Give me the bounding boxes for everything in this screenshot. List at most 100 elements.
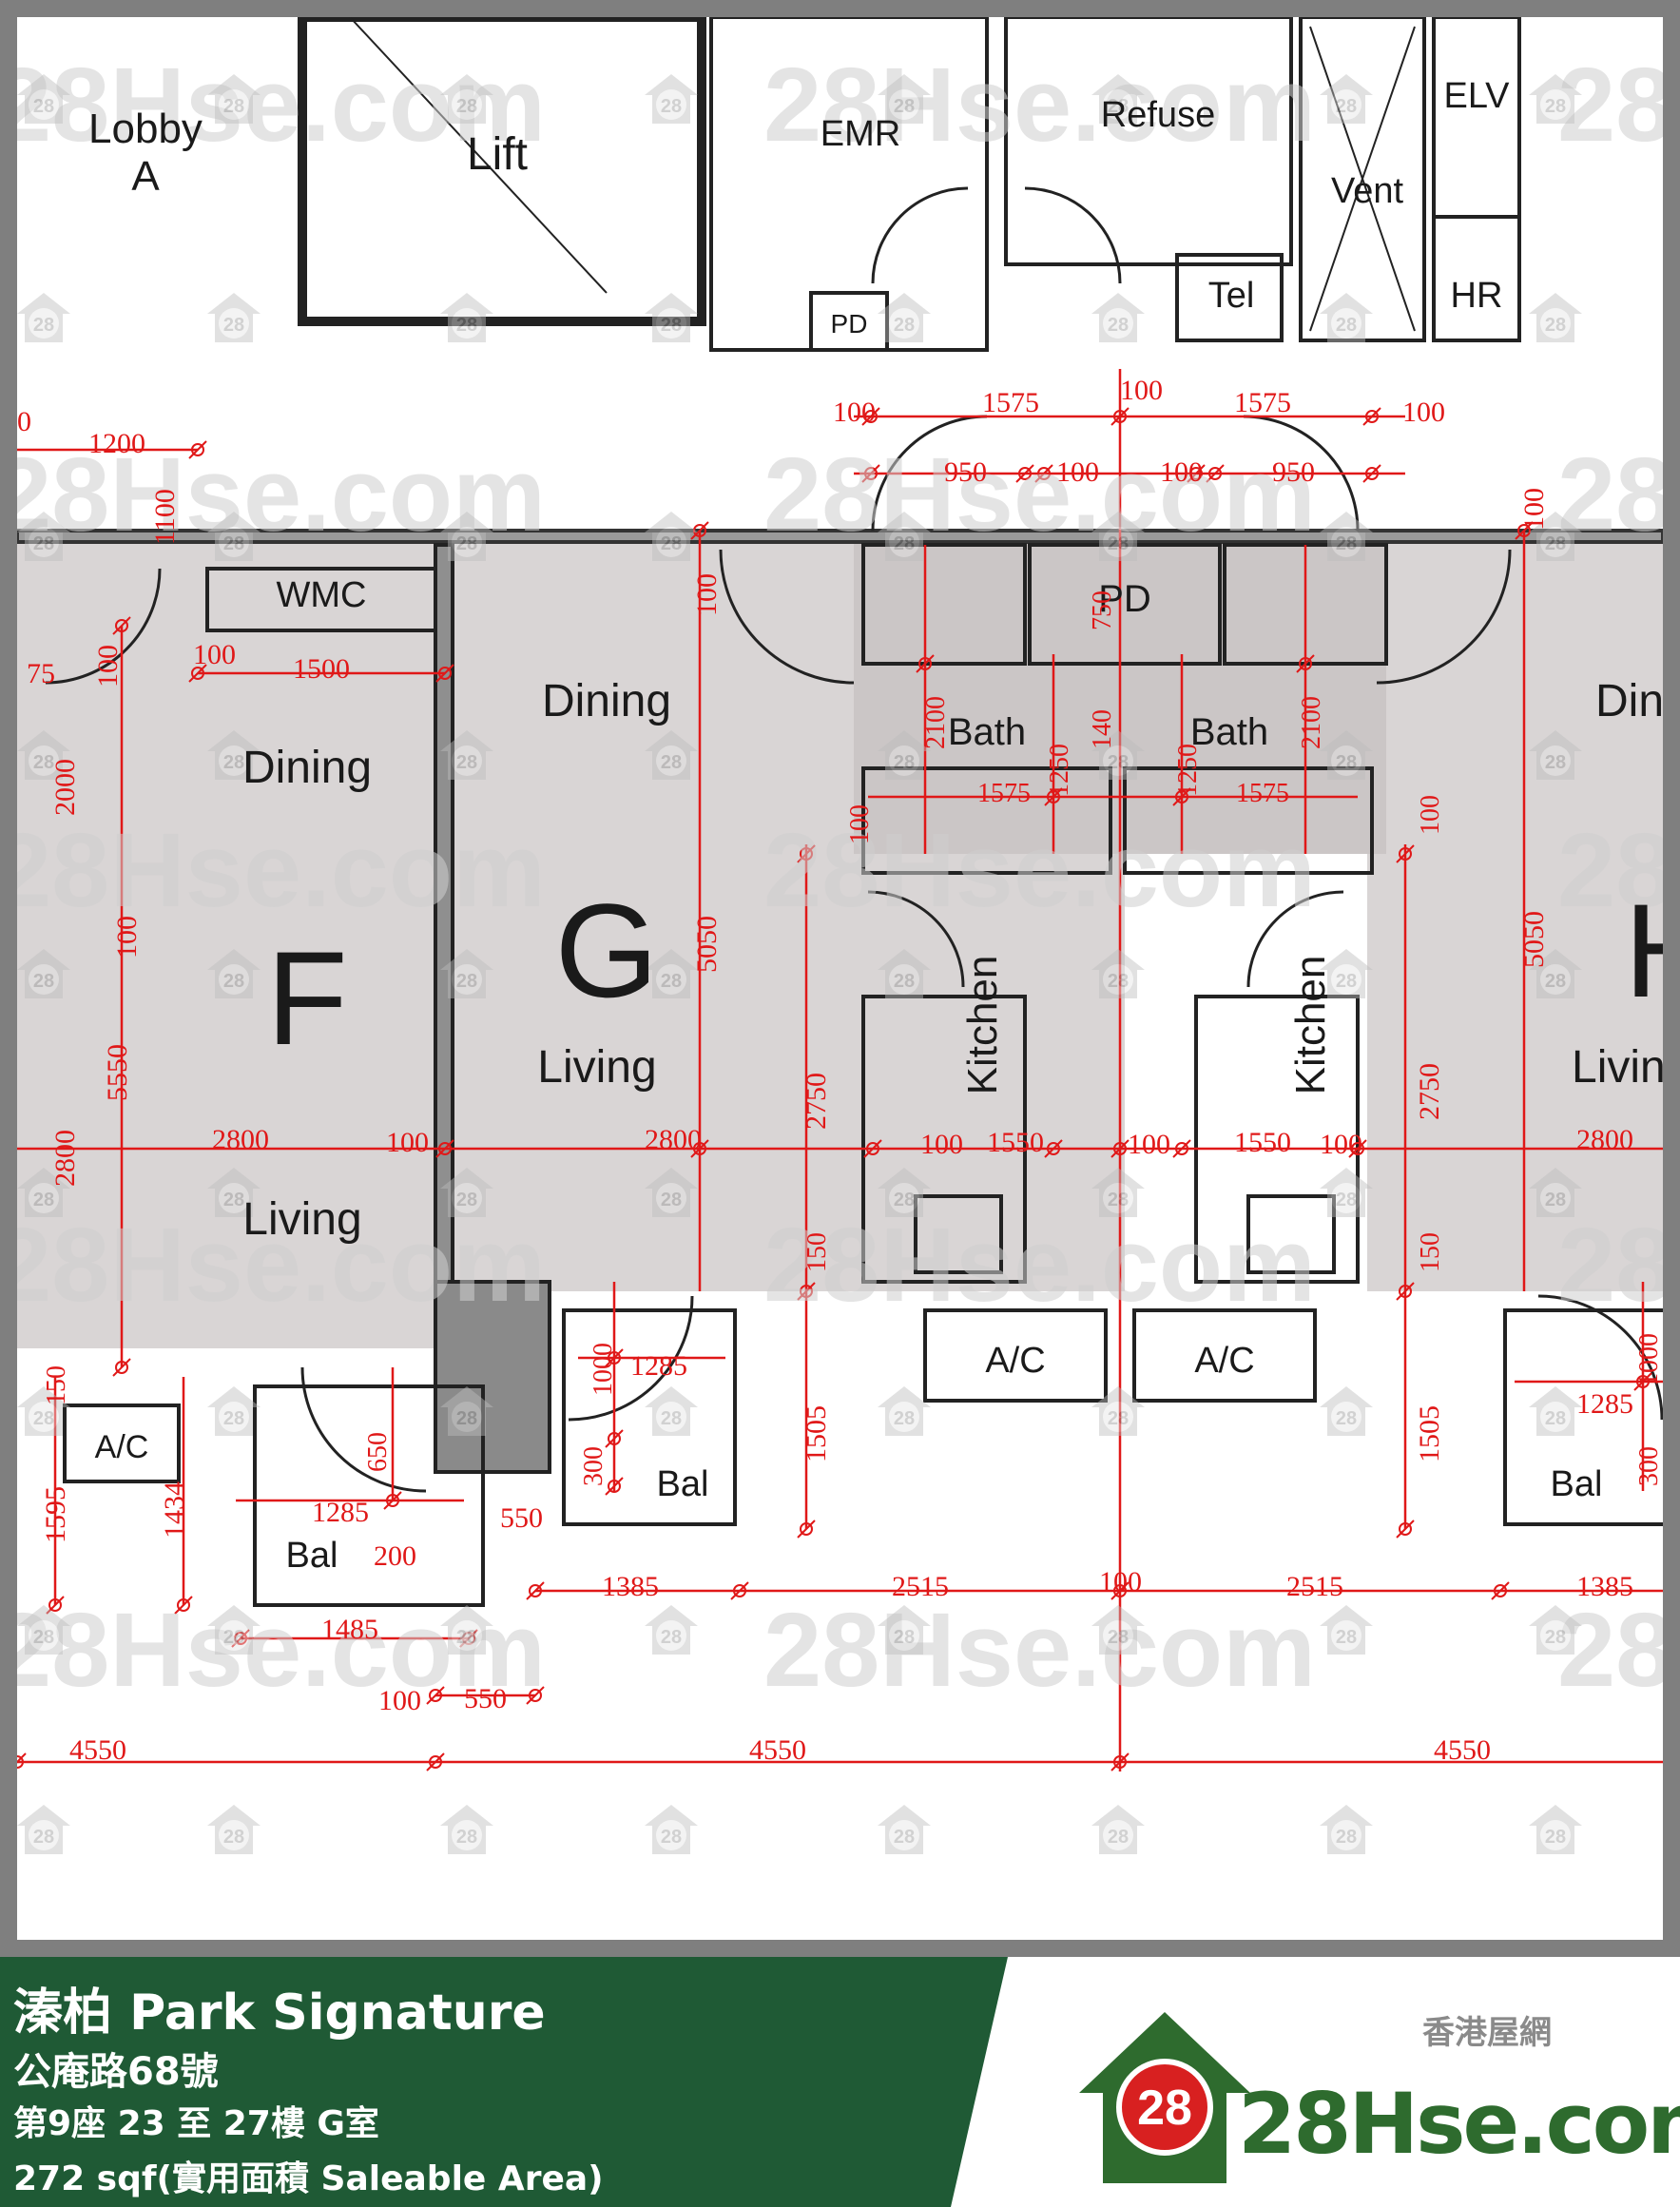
watermark-badge-icon: 28: [207, 1386, 261, 1436]
dim-label: 4550: [749, 1734, 806, 1766]
watermark-badge-icon: 28: [878, 1605, 931, 1655]
dimension-tick: [1399, 1522, 1412, 1536]
watermark-badge-icon: 28: [1529, 293, 1582, 342]
door-corridor-left: [871, 415, 988, 532]
dimension-tick: [693, 1142, 706, 1155]
dim-label: 1434: [159, 1481, 190, 1539]
dimension-tick: [48, 1598, 62, 1612]
watermark-badge-icon: 28: [1320, 1605, 1373, 1655]
door-emr: [871, 186, 969, 284]
watermark-badge-icon: 28: [878, 1386, 931, 1436]
tel-room: [1175, 253, 1284, 342]
watermark-badge-icon: 28: [878, 1805, 931, 1854]
watermark-badge-label: 28: [894, 533, 915, 554]
living-h-label: Living: [1572, 1042, 1663, 1093]
living-g-label: Living: [537, 1042, 656, 1093]
dimension-tick-slash: [188, 664, 207, 683]
dim-label: 750: [1088, 590, 1117, 630]
dining-g-label: Dining: [542, 676, 671, 726]
dim-label: 950: [944, 456, 987, 488]
watermark-badge-label: 28: [33, 752, 54, 773]
logo-badge: 28: [1137, 2081, 1192, 2136]
watermark-badge-icon: 28: [878, 730, 931, 780]
dimension-tick: [864, 467, 878, 480]
dimension-tick: [234, 1632, 247, 1645]
dim-label: 950: [1272, 456, 1315, 488]
watermark-badge-icon: 28: [645, 730, 698, 780]
lift-shaft: [298, 17, 706, 326]
dimension-tick: [529, 1689, 542, 1702]
dimension-tick: [1047, 790, 1060, 803]
watermark-text: 28Hse.com: [763, 1592, 1316, 1709]
watermark-badge-icon: 28: [440, 293, 493, 342]
dim-label: 4550: [69, 1734, 126, 1766]
watermark-text: 28Hse.com: [763, 436, 1316, 553]
dimension-tick-slash: [1362, 464, 1381, 483]
ac-left-label: A/C: [985, 1341, 1045, 1381]
vanity-right: [1123, 766, 1374, 875]
watermark-badge-icon: 28: [207, 949, 261, 998]
watermark-badge-icon: 28: [1320, 1386, 1373, 1436]
watermark-badge-label: 28: [33, 1827, 54, 1848]
dimension-tick: [462, 1632, 475, 1645]
dimension-tick-slash: [459, 1629, 478, 1648]
watermark-badge-icon: 28: [440, 1386, 493, 1436]
watermark-badge-label: 28: [661, 315, 682, 336]
watermark-badge-label: 28: [1108, 533, 1129, 554]
watermark-badge-label: 28: [1336, 752, 1357, 773]
dimension-tick-slash: [1396, 844, 1415, 863]
ac-right: [1132, 1308, 1317, 1403]
dimension-labels: 100 1575 100 1575 100 950 100 100 950 0 …: [17, 375, 1663, 1766]
dim-label: 1200: [88, 428, 145, 459]
lift-diagonal: [349, 17, 608, 294]
dim-label: 100: [378, 1685, 421, 1716]
dimension-tick: [115, 619, 128, 632]
watermark-badge-label: 28: [1545, 1408, 1566, 1429]
dimension-tick: [800, 1285, 813, 1298]
dimension-tick-slash: [1515, 521, 1534, 540]
watermark-text: 28Hse.com: [1557, 47, 1663, 164]
dimension-tick-slash: [797, 844, 816, 863]
watermark-badge-label: 28: [456, 1190, 477, 1210]
watermark-text: 28Hse.com: [1557, 436, 1663, 553]
emr-label: EMR: [821, 114, 900, 154]
dimension-tick-slash: [188, 440, 207, 459]
watermark-badge-label: 28: [223, 752, 244, 773]
footer-background: [0, 1957, 1008, 2207]
dimension-tick-slash: [1362, 407, 1381, 426]
dimension-tick-slash: [605, 1477, 624, 1496]
dim-label: 1385: [602, 1571, 659, 1602]
bath-left-shade: [854, 531, 1120, 854]
dimension-tick-slash: [1044, 787, 1063, 806]
dim-label: 1550: [987, 1127, 1044, 1158]
watermark-badge-icon: 28: [17, 74, 70, 124]
watermark-badge-label: 28: [33, 533, 54, 554]
hr-label: HR: [1451, 276, 1503, 316]
ac-f: [63, 1404, 181, 1483]
dim-label: 2800: [645, 1124, 702, 1155]
vanity-left: [861, 766, 1112, 875]
watermark-badge-icon: 28: [440, 1605, 493, 1655]
dimension-ticks: [17, 407, 1652, 1771]
unit-f-letter: F: [266, 923, 348, 1073]
bal-h: [1503, 1308, 1663, 1526]
bath-left: [861, 543, 1027, 666]
watermark-badge-label: 28: [1336, 533, 1357, 554]
watermark-badge-label: 28: [223, 315, 244, 336]
dimension-tick-slash: [1206, 464, 1225, 483]
watermark-badge-icon: 28: [207, 74, 261, 124]
dimension-tick-slash: [112, 616, 131, 635]
dimension-tick: [1113, 1755, 1127, 1769]
dim-label: 2515: [892, 1571, 949, 1602]
dimension-tick: [429, 1755, 442, 1769]
bath-right-shade: [1120, 531, 1386, 854]
walls: [17, 17, 1663, 1607]
dimension-tick: [1113, 410, 1127, 423]
door-corridor-right: [1243, 415, 1360, 532]
dining-f-label: Dining: [242, 743, 372, 793]
watermark-badge-icon: 28: [1529, 1386, 1582, 1436]
logo-wordmark: 28Hse.com: [1238, 2075, 1680, 2173]
dimension-tick: [191, 443, 204, 456]
unit-shading: [17, 531, 1663, 1348]
